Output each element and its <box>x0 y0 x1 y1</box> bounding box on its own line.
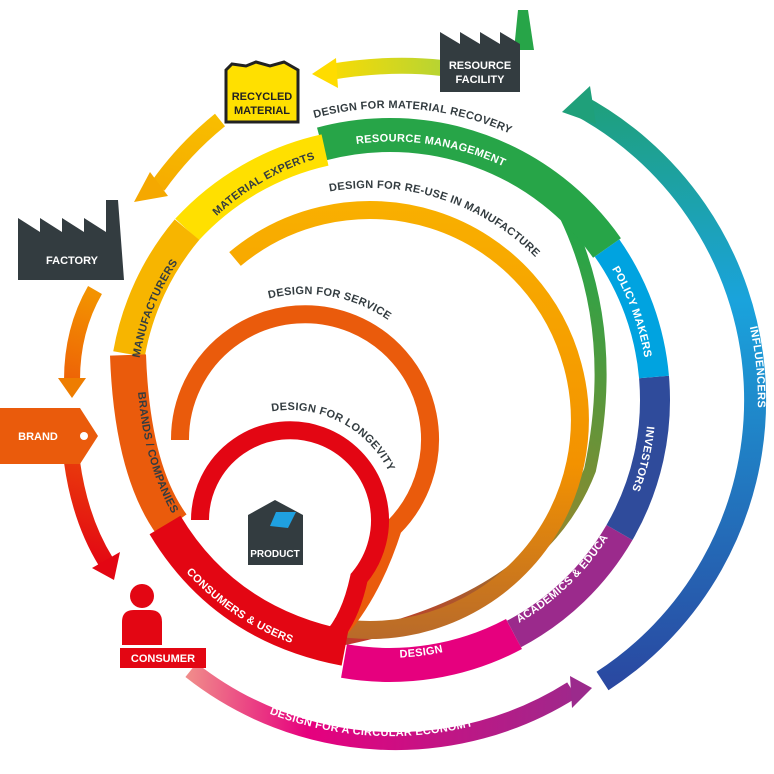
resource-facility-chimney-icon <box>514 10 534 50</box>
tag-hole-icon <box>80 432 88 440</box>
circular-economy-arc <box>185 662 577 751</box>
resource-facility-node: RESOURCE FACILITY <box>440 10 534 92</box>
resource-facility-label: RESOURCE <box>449 60 511 72</box>
consumer-arrowhead <box>92 552 120 580</box>
tag-icon <box>0 408 98 464</box>
product-arrow-icon <box>270 512 296 528</box>
factory-icon <box>440 32 520 92</box>
service-ring <box>170 305 439 647</box>
consumer-label: CONSUMER <box>131 653 195 665</box>
recycled-to-factory-arrow <box>151 113 226 191</box>
bin-icon <box>224 60 300 124</box>
resource-facility-label-2: FACILITY <box>456 74 506 86</box>
reuse-ring <box>229 200 589 639</box>
factory-node: FACTORY <box>18 200 124 280</box>
top-arrowhead <box>312 58 338 88</box>
investors-band <box>606 375 670 540</box>
product-node: PRODUCT <box>248 500 303 565</box>
recycled-material-node: RECYCLED MATERIAL <box>224 60 300 124</box>
material-experts-band <box>175 134 329 241</box>
factory-arrowhead <box>134 172 168 202</box>
brand-node: BRAND <box>0 408 98 464</box>
academics-band <box>506 524 633 648</box>
product-label: PRODUCT <box>250 549 299 560</box>
brand-arrowhead <box>58 378 86 398</box>
design-band <box>341 618 522 682</box>
influencers-arrowhead <box>562 86 596 124</box>
factory-icon <box>18 200 124 280</box>
consumers-users-band <box>149 515 349 666</box>
top-flow-arrow <box>328 57 443 80</box>
recycled-material-label-2: MATERIAL <box>234 105 290 117</box>
policy-makers-band <box>594 239 669 379</box>
person-head-icon <box>130 584 154 608</box>
brands-companies-band <box>110 354 187 536</box>
consumer-label-box <box>120 648 206 668</box>
factory-to-brand-arrow <box>64 286 102 381</box>
brand-to-consumer-arrow <box>64 460 113 567</box>
recycled-material-label: RECYCLED <box>232 91 293 103</box>
manufacturers-band <box>113 219 200 358</box>
factory-label: FACTORY <box>46 255 99 267</box>
consumer-node: CONSUMER <box>120 584 206 668</box>
circular-economy-arrowhead <box>570 676 592 708</box>
brand-label: BRAND <box>18 431 58 443</box>
resource-management-band <box>317 117 621 258</box>
longevity-ring <box>191 421 389 647</box>
influencers-arc <box>571 94 767 691</box>
person-body-icon <box>122 610 162 645</box>
